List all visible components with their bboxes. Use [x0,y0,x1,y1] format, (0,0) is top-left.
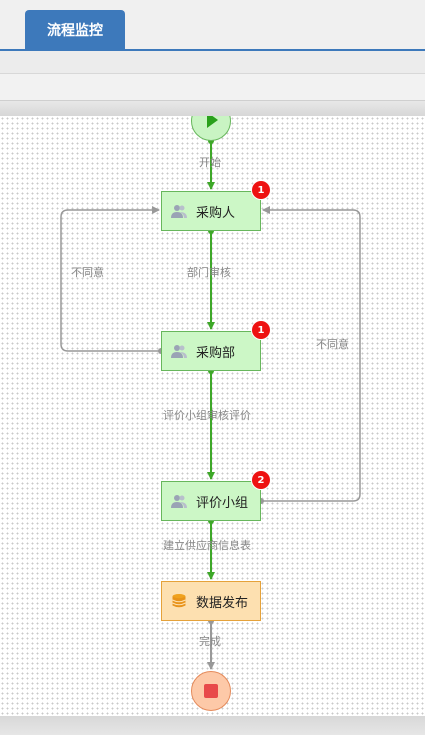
edge-label-supplier-form: 建立供应商信息表 [163,539,251,552]
panel-header [0,100,425,117]
edge-reject-left [60,206,161,352]
node-purchase-dept[interactable]: 采购部 [161,331,261,371]
users-icon [162,494,196,508]
tab-underline [0,49,425,51]
node-purchaser-badge: 1 [252,181,270,199]
edge-reject-right [261,206,361,502]
database-icon [162,593,196,609]
edge-label-eval-review: 评价小组审核评价 [163,409,251,422]
status-bar [0,716,425,735]
stop-icon [204,684,218,698]
node-purchaser[interactable]: 采购人 [161,191,261,231]
end-node[interactable] [191,671,231,711]
start-node[interactable] [191,116,231,141]
node-eval-group-badge: 2 [252,471,270,489]
node-purchase-dept-label: 采购部 [196,345,236,361]
start-label: 开始 [199,156,221,169]
users-icon [162,344,196,358]
node-data-publish-label: 数据发布 [196,595,249,611]
users-icon [162,204,196,218]
flow-canvas[interactable]: 开始 采购人 1 部门审核 不同意 不同意 采购部 1 评价小组审核评价 评价小… [0,116,425,716]
edge-label-reject-left: 不同意 [71,266,104,279]
node-eval-group-label: 评价小组 [196,495,249,511]
node-eval-group[interactable]: 评价小组 [161,481,261,521]
toolbar [0,51,425,74]
tab-process-monitor[interactable]: 流程监控 [25,10,125,50]
edge-label-complete: 完成 [199,635,221,648]
tab-bar: ⠀ 流程监控 [0,0,425,51]
node-data-publish[interactable]: 数据发布 [161,581,261,621]
edge-label-dept-review: 部门审核 [187,266,231,279]
edge-label-reject-right: 不同意 [316,338,349,351]
tab-previous-partial[interactable]: ⠀ [0,22,8,37]
node-purchaser-label: 采购人 [196,205,236,221]
node-purchase-dept-badge: 1 [252,321,270,339]
play-icon [207,116,218,128]
